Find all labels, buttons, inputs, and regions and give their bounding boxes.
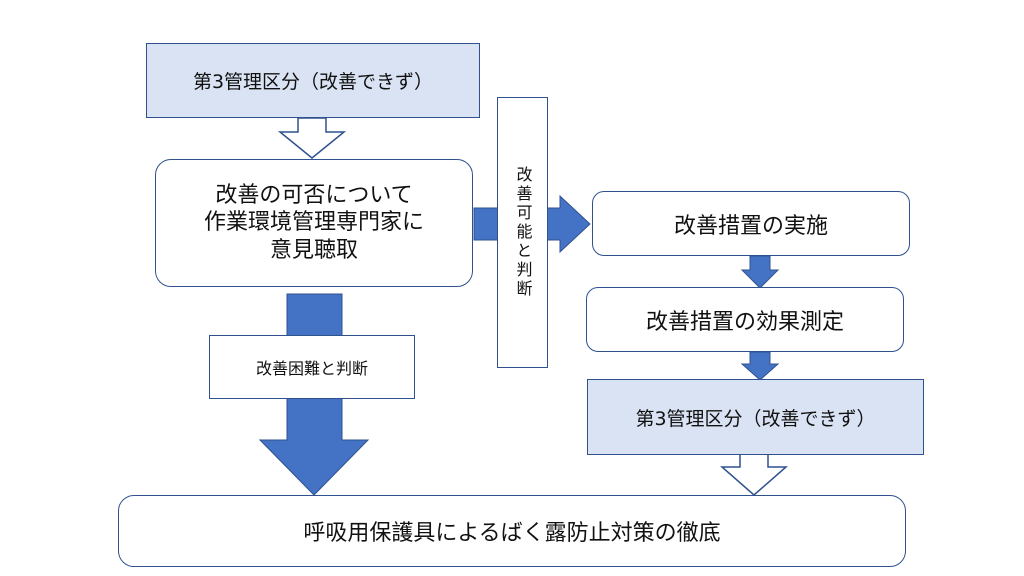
result-banner-text: 第3管理区分（改善できず）	[635, 407, 876, 430]
arrow-result-to-final	[720, 453, 788, 496]
measure-box: 改善措置の効果測定	[586, 287, 904, 352]
arrow-measure-to-result	[740, 351, 780, 381]
arrow-implement-to-measure	[740, 255, 780, 289]
difficult-label-text: 改善困難と判断	[255, 359, 368, 378]
consult-box: 改善の可否について 作業環境管理専門家に 意見聴取	[155, 159, 473, 287]
top-banner: 第3管理区分（改善できず）	[146, 43, 480, 118]
measure-box-text: 改善措置の効果測定	[645, 309, 844, 335]
possible-label-text: 改善可能と判断	[513, 166, 533, 299]
final-box: 呼吸用保護具によるばく露防止対策の徹底	[118, 495, 906, 567]
difficult-label-box: 改善困難と判断	[209, 335, 415, 399]
top-banner-text: 第3管理区分（改善できず）	[192, 71, 434, 93]
implement-box-text: 改善措置の実施	[673, 213, 828, 239]
consult-box-text: 改善の可否について 作業環境管理専門家に 意見聴取	[203, 182, 424, 263]
possible-label-box: 改善可能と判断	[497, 97, 548, 368]
final-box-text: 呼吸用保護具によるばく露防止対策の徹底	[303, 521, 721, 546]
implement-box: 改善措置の実施	[592, 191, 910, 256]
result-banner: 第3管理区分（改善できず）	[587, 379, 924, 455]
arrow-banner-to-consult	[277, 117, 347, 159]
